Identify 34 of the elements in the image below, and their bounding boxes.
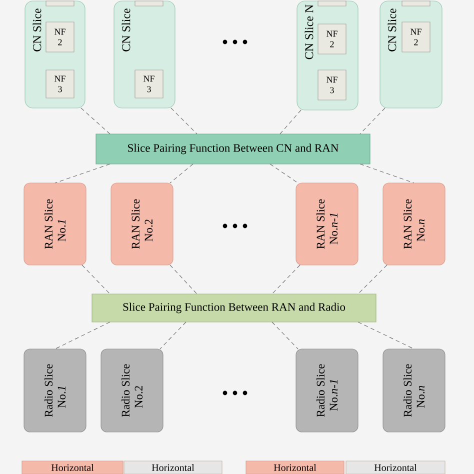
connector-line xyxy=(272,322,298,350)
connector-line xyxy=(160,322,186,350)
horizontal-slice-box: Horizontal xyxy=(124,460,222,474)
pairing-function-box: Slice Pairing Function Between CN and RAN xyxy=(96,134,370,164)
connector-line xyxy=(54,164,110,184)
network-function-box: NF 3 xyxy=(318,70,346,100)
network-function-box: NF 2 xyxy=(402,22,430,52)
network-function-box xyxy=(46,0,74,6)
ran-slice-box: RAN Slice No.2 xyxy=(110,182,174,266)
connector-line xyxy=(358,264,388,294)
pairing-function-box: Slice Pairing Function Between RAN and Radio xyxy=(92,294,376,322)
connector-line xyxy=(358,322,414,350)
connector-line xyxy=(280,110,302,134)
network-function-box xyxy=(318,0,346,6)
network-function-box xyxy=(402,0,430,6)
connector-line xyxy=(170,164,194,184)
network-function-box: NF 3 xyxy=(46,70,74,98)
connector-line xyxy=(82,264,110,294)
connector-line xyxy=(170,108,198,134)
network-function-box xyxy=(134,0,164,6)
network-function-box: NF 2 xyxy=(46,22,74,52)
horizontal-slice-box: Horizontal xyxy=(22,460,124,474)
radio-slice-box: Radio Slice No.2 xyxy=(100,348,164,432)
connector-line xyxy=(54,322,110,350)
horizontal-slice-box: Horizontal xyxy=(246,460,344,474)
connector-line xyxy=(360,108,386,134)
network-function-box: NF 3 xyxy=(134,70,164,98)
connector-line xyxy=(80,108,110,134)
connector-line xyxy=(360,164,414,184)
horizontal-slice-box: Horizontal xyxy=(346,460,446,474)
connector-line xyxy=(270,164,298,184)
connector-line xyxy=(272,264,300,294)
network-function-box: NF 2 xyxy=(318,24,346,54)
connector-line xyxy=(170,264,198,294)
